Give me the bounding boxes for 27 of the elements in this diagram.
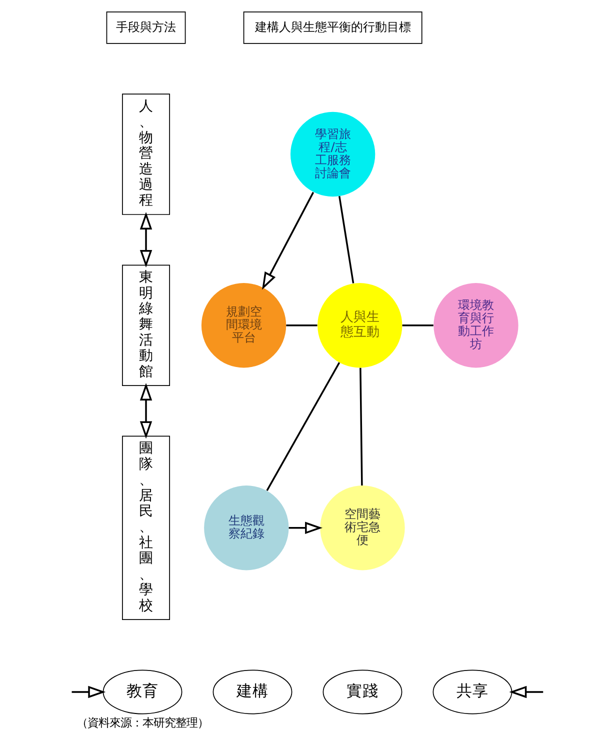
node-ellipse: 實踐 <box>322 670 402 714</box>
arrow <box>262 192 314 290</box>
node-circle: 人與生態互動 <box>318 283 402 368</box>
node-box: 東明綠舞活動館 <box>122 264 170 386</box>
node-circle: 規劃空間環境平台 <box>201 283 286 368</box>
node-ellipse: 共享 <box>432 670 512 714</box>
node-circle: 生態觀察紀錄 <box>204 486 289 570</box>
arrow <box>509 686 544 698</box>
node-box: 建構人與生態平衡的行動目標 <box>243 12 422 44</box>
connector <box>402 324 434 326</box>
connector <box>338 196 354 284</box>
node-box: 人、物營造過程 <box>122 94 170 215</box>
connector <box>360 368 363 486</box>
node-circle: 空間藝術宅急便 <box>320 486 405 570</box>
arrow <box>140 212 152 268</box>
node-box: 手段與方法 <box>106 12 186 44</box>
arrow <box>72 686 106 698</box>
connector <box>286 324 318 326</box>
node-circle: 學習旅程/志工服務討論會 <box>290 112 376 197</box>
arrow <box>140 383 152 439</box>
connector <box>266 362 340 492</box>
node-circle: 環境教育與行動工作坊 <box>434 283 518 368</box>
node-ellipse: 建構 <box>212 670 292 714</box>
node-ellipse: 教育 <box>102 670 182 714</box>
arrow <box>288 522 323 534</box>
node-box: 團隊、居民、社團、學校 <box>122 436 170 620</box>
caption: （資料來源：本研究整理） <box>76 715 209 730</box>
